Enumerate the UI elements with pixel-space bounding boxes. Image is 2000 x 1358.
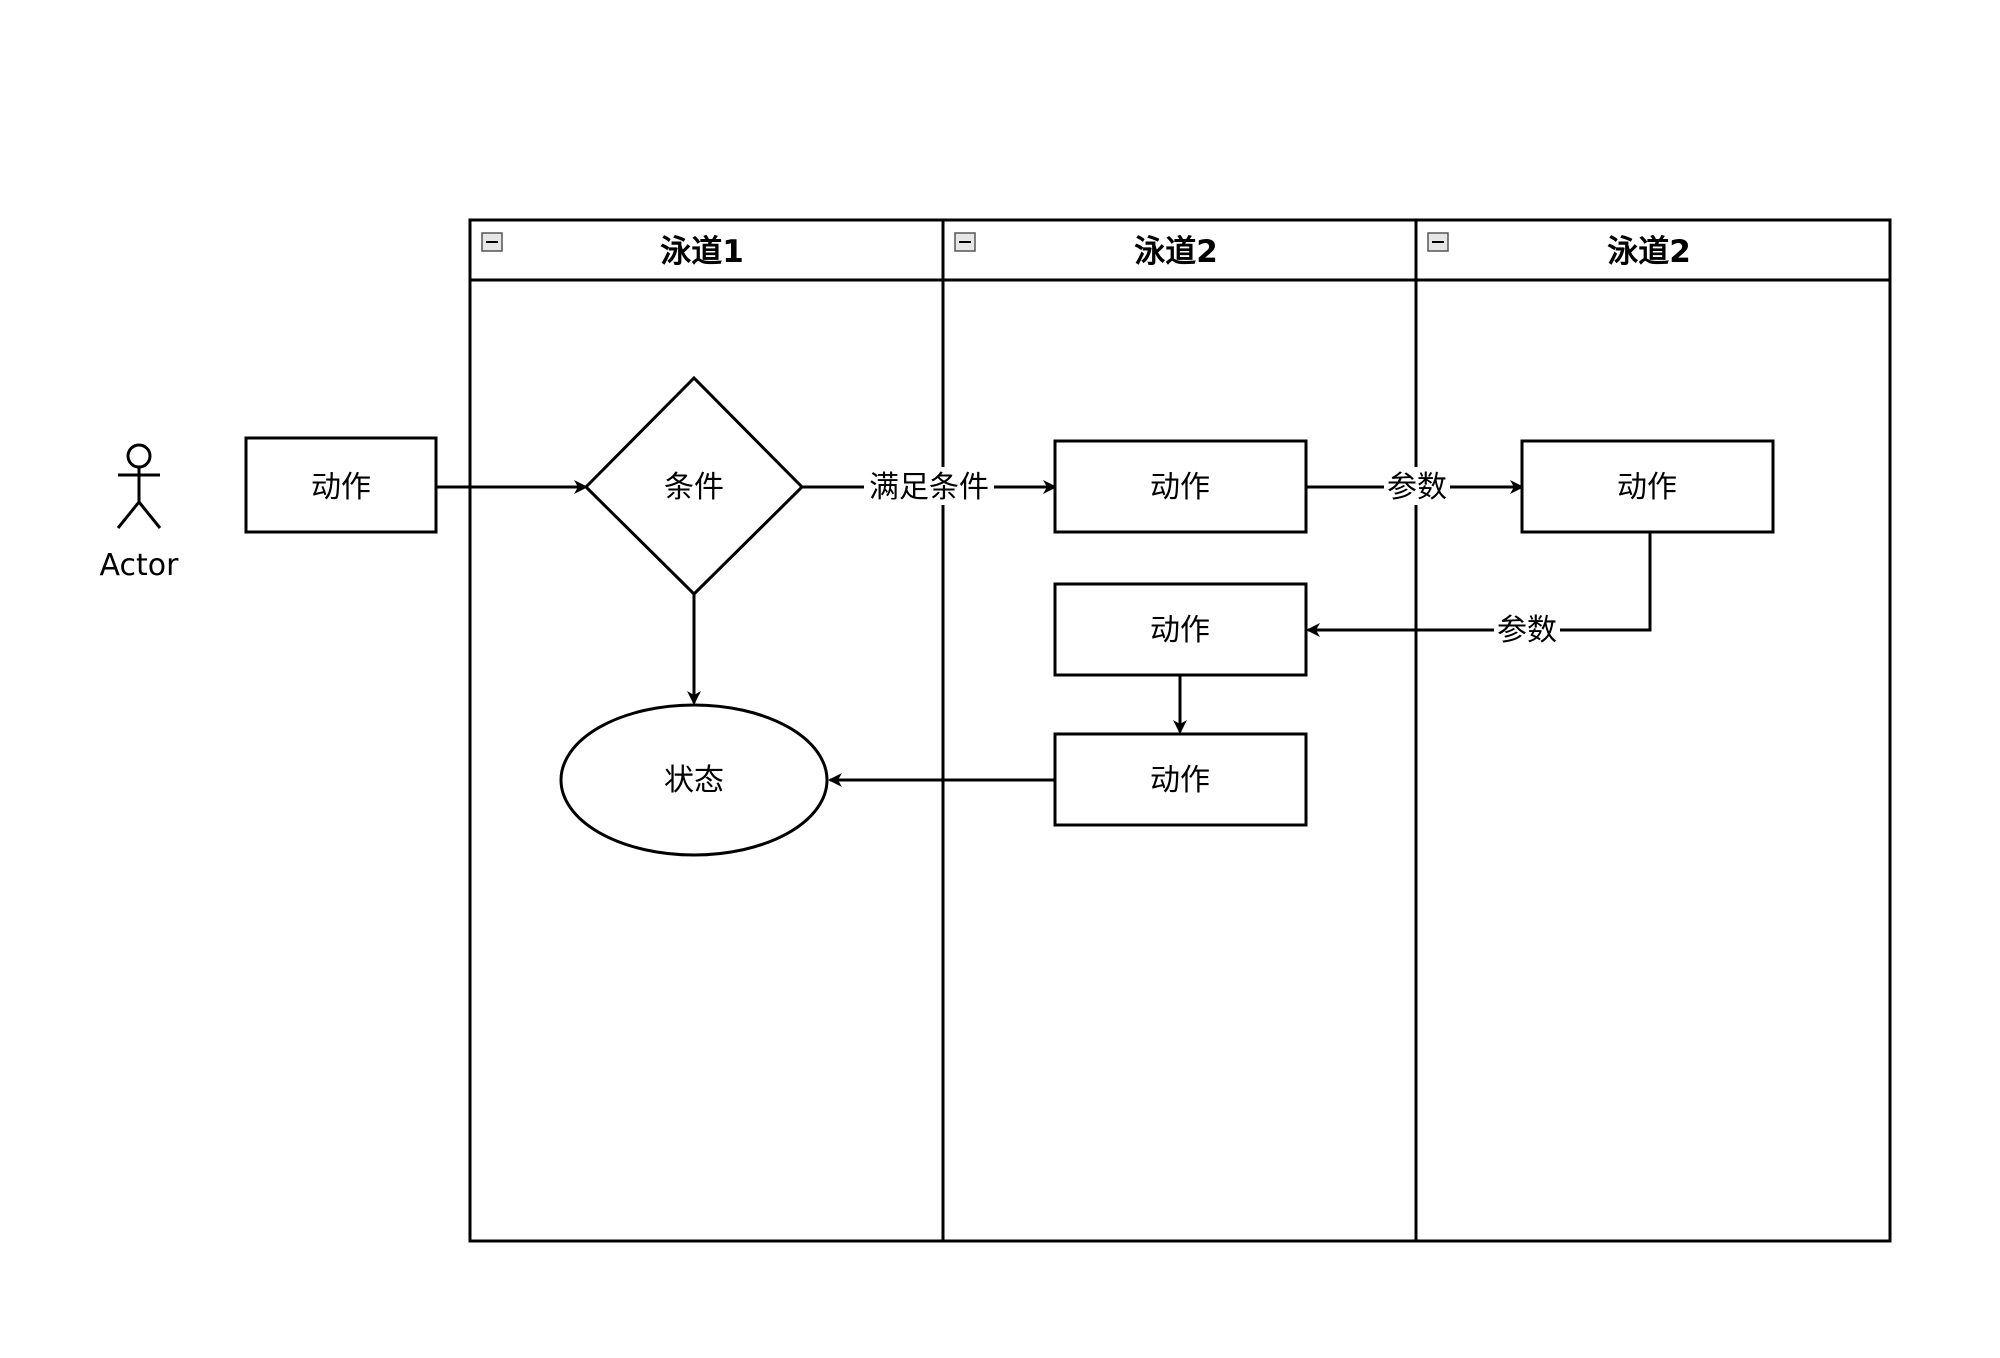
lane-2-title: 泳道2 — [1134, 234, 1218, 270]
edge-label-param-bottom: 参数 — [1497, 613, 1557, 648]
action-lane2-mid-label: 动作 — [1150, 613, 1210, 648]
action-lane2-bottom[interactable]: 动作 — [1053, 732, 1308, 827]
collapse-icon[interactable] — [954, 232, 976, 252]
action-lane3[interactable]: 动作 — [1520, 439, 1775, 534]
state-label: 状态 — [664, 763, 724, 798]
lane-3-title: 泳道2 — [1607, 234, 1691, 270]
action-lane2-mid[interactable]: 动作 — [1053, 582, 1308, 677]
condition-label: 条件 — [664, 470, 724, 505]
lane-1-title: 泳道1 — [660, 234, 744, 270]
condition-diamond[interactable]: 条件 — [583, 375, 805, 597]
action-start[interactable]: 动作 — [244, 436, 438, 534]
edge-label-condition: 满足条件 — [864, 467, 994, 505]
lane-3: 泳道2 — [1427, 232, 1691, 270]
edges — [436, 480, 1652, 787]
collapse-icon[interactable] — [481, 232, 503, 252]
action-lane2-top-label: 动作 — [1150, 470, 1210, 505]
edge-lane3-to-mid[interactable] — [1306, 532, 1652, 637]
collapse-icon[interactable] — [1427, 232, 1449, 252]
edge-label-param-1: 参数 — [1384, 467, 1450, 505]
lane-2: 泳道2 — [954, 232, 1218, 270]
swimlane-pool — [468, 218, 1892, 1243]
actor-label: Actor — [100, 548, 180, 583]
lane-1: 泳道1 — [481, 232, 744, 270]
edge-label-param-top: 参数 — [1387, 470, 1447, 505]
action-lane2-bottom-label: 动作 — [1150, 763, 1210, 798]
action-lane3-label: 动作 — [1617, 470, 1677, 505]
actor[interactable]: Actor — [100, 443, 180, 583]
edge-label-satisfied: 满足条件 — [869, 470, 989, 505]
edge-label-param-2: 参数 — [1494, 610, 1560, 648]
state-ellipse[interactable]: 状态 — [559, 703, 829, 857]
action-start-label: 动作 — [311, 470, 371, 505]
stick-figure-icon — [116, 443, 162, 529]
action-lane2-top[interactable]: 动作 — [1053, 439, 1308, 534]
